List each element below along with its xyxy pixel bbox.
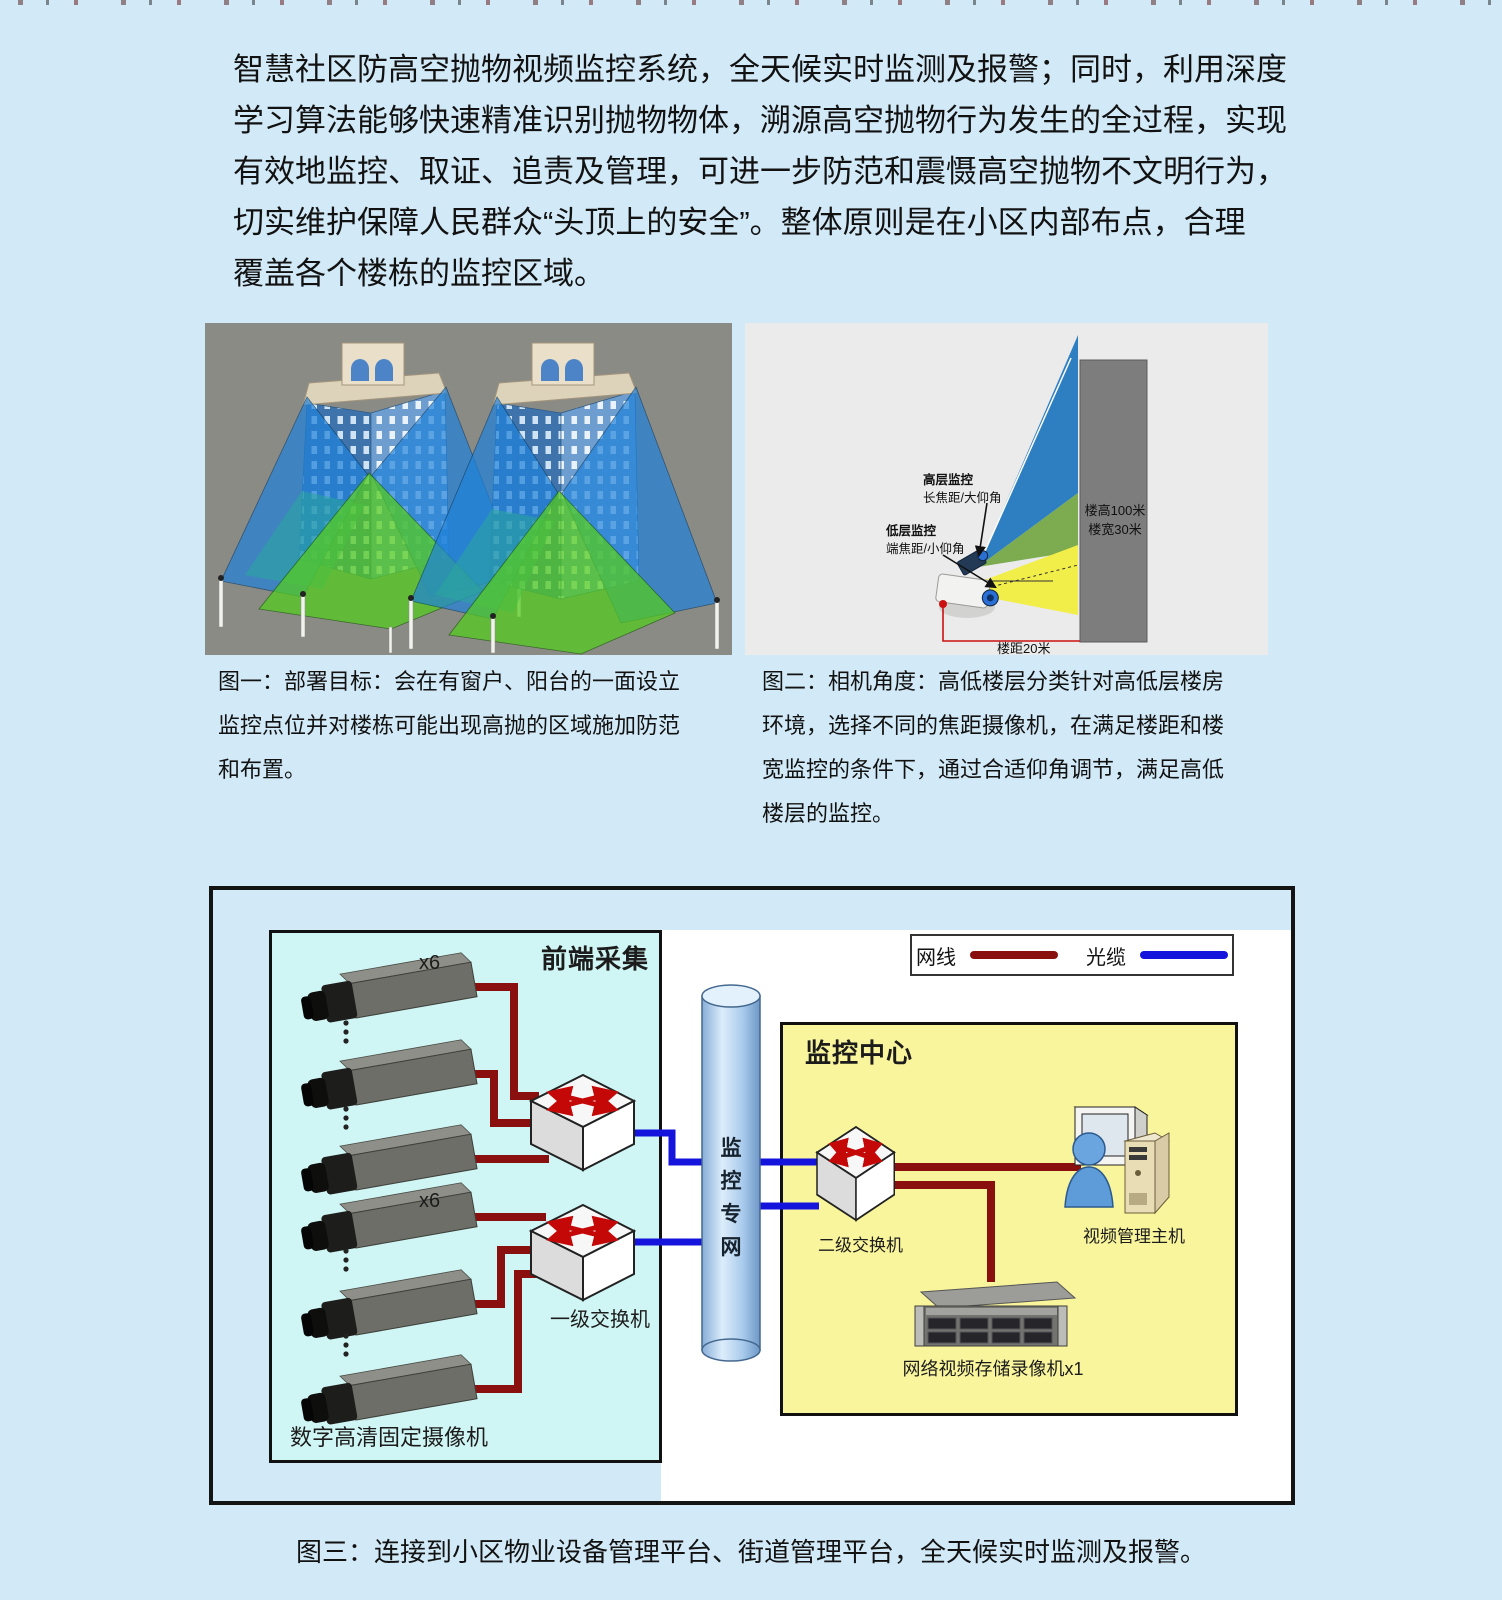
low-camera-icon: [935, 573, 999, 609]
label-arrow-low: [942, 554, 997, 589]
low-monitor-sub: 端焦距/小仰角: [886, 541, 964, 556]
video-host-label: 视频管理主机: [1083, 1227, 1185, 1246]
video-management-host-icon: [1064, 1106, 1170, 1215]
camera-icon: [297, 1352, 478, 1430]
label-arrow-high: [974, 502, 988, 558]
camera-icon: [297, 1180, 478, 1258]
caption-line: 图二：相机角度：高低楼层分类针对高低层楼房: [762, 669, 1225, 694]
ellipsis-icon: [343, 1333, 349, 1357]
nvr-server-icon: [914, 1281, 1077, 1347]
camera-count-label-bottom: x6: [419, 1190, 441, 1212]
diagram-overlay-svg: [297, 950, 1170, 1430]
intro-line: 覆盖各个楼栋的监控区域。: [233, 256, 605, 291]
camera-count-label-top: x6: [419, 952, 441, 974]
fiber-cables: [626, 1129, 819, 1246]
caption-line: 和布置。: [218, 757, 307, 782]
figure2-angle-image: 高层监控 长焦距/大仰角 低层监控 端焦距/小仰角 楼高100米 楼宽30米 楼…: [745, 323, 1268, 655]
low-floor-cone: [955, 545, 1078, 615]
caption-line: 环境，选择不同的焦距摄像机，在满足楼距和楼: [762, 713, 1225, 738]
figure3-architecture-diagram: 前端采集 监控中心 二级交换机 视频管理主机 网络视频存储录像机x1 网线 光缆: [209, 886, 1295, 1505]
caption-line: 图一：部署目标：会在有窗户、阳台的一面设立: [218, 669, 681, 694]
network-pipe-char: 专: [720, 1203, 742, 1226]
network-pipe-char: 控: [720, 1170, 742, 1193]
caption-line: 楼层的监控。: [762, 801, 895, 826]
arch-window-icon: [375, 359, 393, 381]
figure1-coverage-image: [205, 323, 732, 655]
secondary-switch-icon: [817, 1127, 894, 1220]
building-height-label: 楼高100米: [1085, 503, 1146, 518]
figure2-caption: 图二：相机角度：高低楼层分类针对高低层楼房 环境，选择不同的焦距摄像机，在满足楼…: [762, 660, 1272, 836]
sightline: [977, 357, 1072, 568]
high-monitor-sub: 长焦距/大仰角: [923, 490, 1001, 505]
secondary-switch-label: 二级交换机: [818, 1236, 903, 1255]
fiber-legend-label: 光缆: [1086, 946, 1126, 969]
mid-cone: [978, 493, 1078, 567]
monitor-center-title: 监控中心: [805, 1038, 914, 1068]
arch-window-icon: [541, 359, 559, 381]
ellipsis-icon: [343, 1248, 349, 1272]
camera-icon: [297, 950, 478, 1028]
network-pipe-char: 网: [720, 1236, 742, 1259]
figure3-caption: 图三：连接到小区物业设备管理平台、街道管理平台，全天候实时监测及报警。: [295, 1537, 1206, 1567]
frontend-title: 前端采集: [540, 944, 649, 974]
intro-line: 有效地监控、取证、追责及管理，可进一步防范和震慑高空抛物不文明行为，: [233, 154, 1287, 189]
low-monitor-title: 低层监控: [885, 523, 937, 538]
storage-recorder-label: 网络视频存储录像机x1: [902, 1359, 1084, 1379]
camera-icon: [297, 1037, 478, 1115]
primary-switch-icon-2: [531, 1205, 634, 1300]
wire-legend-label: 网线: [916, 946, 956, 969]
figure2-svg: 高层监控 长焦距/大仰角 低层监控 端焦距/小仰角 楼高100米 楼宽30米 楼…: [745, 323, 1268, 655]
cropped-text-remnant: [0, 0, 1502, 5]
network-cables: [471, 983, 1081, 1393]
coverage-cones-b: [410, 386, 718, 655]
network-pipe-cylinder: [701, 984, 761, 1362]
arch-window-icon: [351, 359, 369, 381]
fixed-cameras-label: 数字高清固定摄像机: [290, 1425, 489, 1450]
ellipsis-icon: [343, 1106, 349, 1130]
primary-switch-label: 一级交换机: [550, 1309, 650, 1331]
camera-poles-b: [408, 595, 720, 654]
fiber-line-swatch: [1140, 951, 1228, 959]
wire-line-swatch: [970, 951, 1058, 959]
high-monitor-title: 高层监控: [923, 472, 974, 487]
figure1-caption: 图一：部署目标：会在有窗户、阳台的一面设立 监控点位并对楼栋可能出现高抛的区域施…: [218, 660, 718, 792]
distance-label: 楼距20米: [997, 641, 1050, 655]
network-pipe-label: 监 控 专 网: [714, 1132, 748, 1264]
legend: 网线 光缆: [910, 934, 1234, 976]
building-block: [1079, 359, 1148, 643]
intro-paragraph: 智慧社区防高空抛物视频监控系统，全天候实时监测及报警；同时，利用深度 学习算法能…: [233, 44, 1303, 299]
arch-window-icon: [565, 359, 583, 381]
intro-line: 切实维护保障人民群众“头顶上的安全”。整体原则是在小区内部布点，合理: [233, 205, 1246, 240]
camera-icon: [297, 1267, 478, 1345]
intro-line: 智慧社区防高空抛物视频监控系统，全天候实时监测及报警；同时，利用深度: [233, 52, 1287, 87]
caption-line: 监控点位并对楼栋可能出现高抛的区域施加防范: [218, 713, 681, 738]
building-width-label: 楼宽30米: [1088, 522, 1141, 537]
figure1-svg: [205, 323, 732, 655]
intro-line: 学习算法能够快速精准识别抛物物体，溯源高空抛物行为发生的全过程，实现: [233, 103, 1287, 138]
distance-line: [942, 604, 1080, 642]
network-pipe-char: 监: [720, 1137, 742, 1160]
ellipsis-icon: [343, 1020, 349, 1044]
caption-line: 宽监控的条件下，通过合适仰角调节，满足高低: [762, 757, 1225, 782]
